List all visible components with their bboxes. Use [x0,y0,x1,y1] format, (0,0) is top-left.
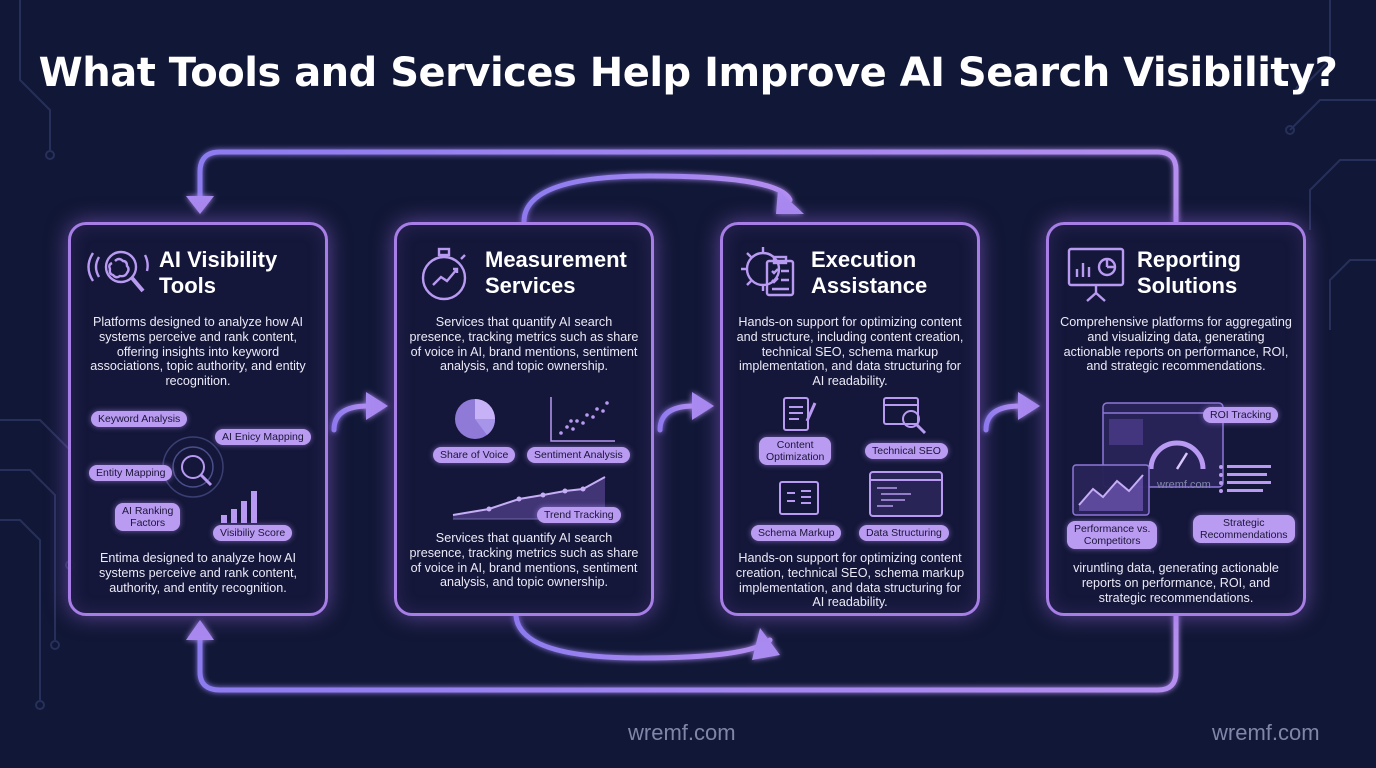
content-doc-icon [783,397,817,431]
card-description: Hands-on support for optimizing content … [736,315,964,389]
flow-arrows [197,149,1179,693]
watermark-center: wremf.com [628,720,736,745]
tag-share-of-voice: Share of Voice [433,447,516,463]
card-footer: Entima designed to analyze how AI system… [98,551,298,595]
tag-roi-tracking: ROI Tracking [1203,407,1279,423]
tag-trend-tracking: Trend Tracking [537,507,621,523]
scatter-plot-illustration [550,397,615,442]
presentation-board-icon [1067,247,1125,302]
page-title: What Tools and Services Help Improve AI … [38,50,1338,96]
card-description: Comprehensive platforms for aggregating … [1060,315,1292,374]
tag-entity-mapping: Entity Mapping [89,465,173,481]
watermark-right: wremf.com [1212,720,1320,745]
browser-magnifier-icon [883,397,927,435]
screen-watermark: wremf.com [1157,479,1211,491]
tag-sentiment-analysis: Sentiment Analysis [527,447,630,463]
brain-magnifier-icon [87,250,149,293]
tag-data-structuring: Data Structuring [859,525,949,541]
card-footer: viruntling data, generating actionable r… [1073,561,1279,605]
code-window-icon [869,471,943,517]
tag-ai-entity-mapping: AI Enicy Mapping [215,429,311,445]
tag-performance-vs-competitors: Performance vs.Competitors [1067,521,1158,549]
tag-schema-markup: Schema Markup [751,525,842,541]
pie-chart-illustration [455,399,495,439]
circuit-lines [0,0,1376,710]
tag-visibility-score: Visibiliy Score [213,525,293,541]
tag-keyword-analysis: Keyword Analysis [91,411,188,427]
card-footer: Services that quantify AI search presenc… [409,531,639,590]
tag-technical-seo: Technical SEO [865,443,948,459]
arrow-heads [186,190,1040,660]
card-footer: Hands-on support for optimizing content … [735,551,965,610]
schema-form-icon [779,481,819,515]
card-description: Services that quantify AI search presenc… [409,315,639,374]
card-description: Platforms designed to analyze how AI sys… [90,315,306,389]
gear-clipboard-icon [741,247,795,297]
stopwatch-chart-icon [421,247,467,301]
